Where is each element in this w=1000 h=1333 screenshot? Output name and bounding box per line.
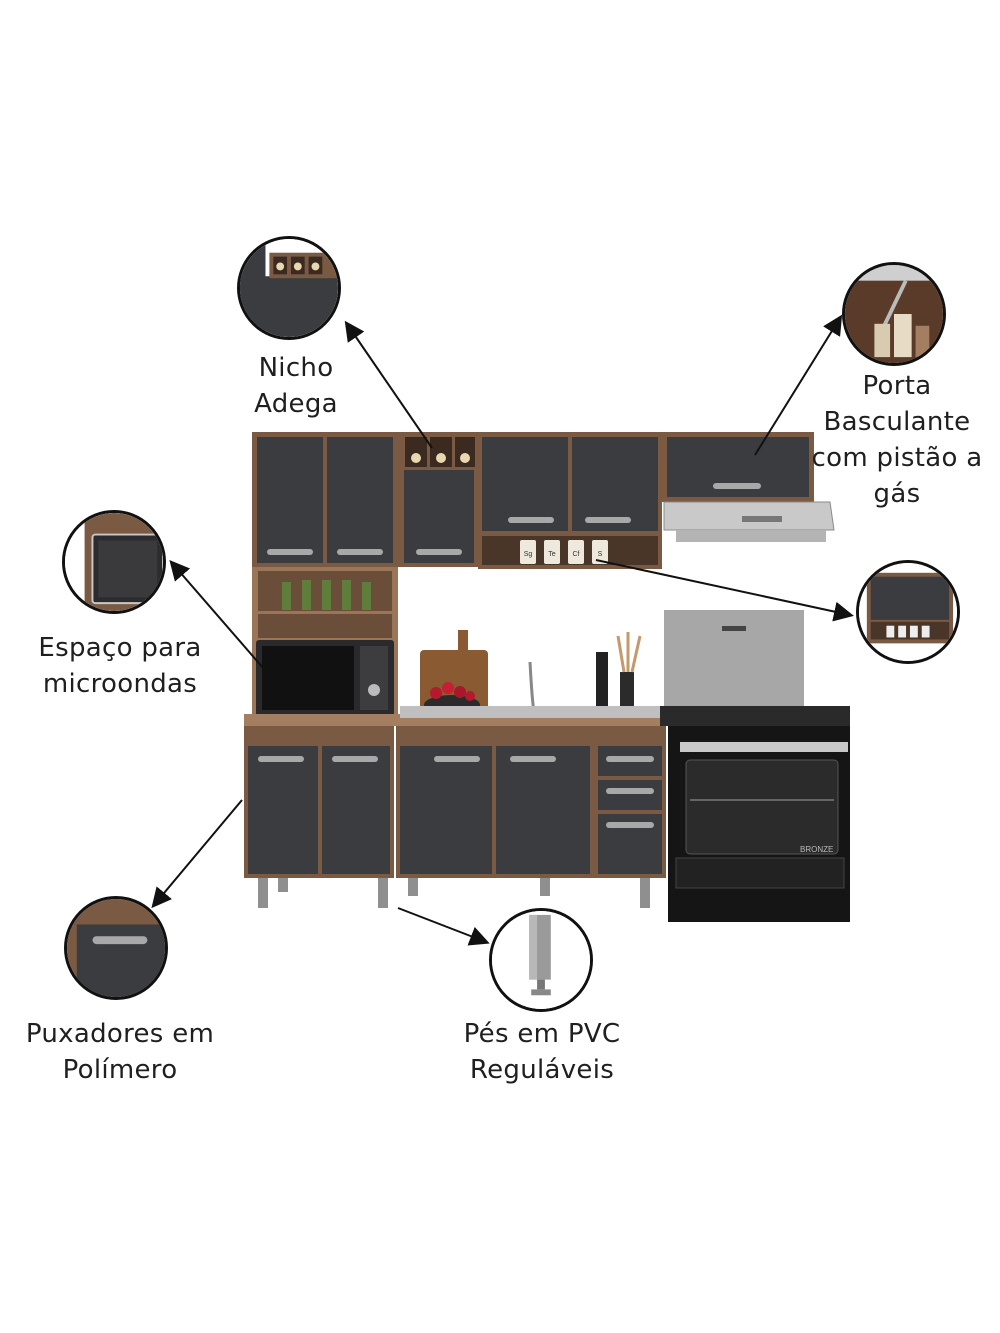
label-pes-pvc: Pés em PVC Reguláveis: [450, 1016, 634, 1088]
door-handle: [337, 549, 383, 555]
wine-rack-cabinet: [398, 432, 478, 567]
door-handle: [434, 756, 480, 762]
label-line: Polímero: [62, 1055, 178, 1085]
gas-stove: BRONZE: [660, 610, 850, 922]
door-handle: [510, 756, 556, 762]
lower-left-cabinet: [244, 726, 394, 878]
cabinet-feet: [258, 878, 650, 908]
lower-drawer-cabinet: [594, 726, 666, 878]
label-espaco-microondas: Espaço para microondas: [30, 630, 210, 702]
pvc-foot-closeup-icon: [489, 908, 593, 1012]
door-handle: [258, 756, 304, 762]
label-puxadores: Puxadores em Polímero: [18, 1016, 222, 1088]
wine-rack-closeup-icon: [237, 236, 341, 340]
countertop-items: [420, 630, 642, 715]
door-handle: [713, 483, 761, 489]
label-porta-basculante: Porta Basculante com pistão a gás: [808, 368, 986, 512]
label-line: Puxadores em: [25, 1019, 215, 1049]
door-handle: [332, 756, 378, 762]
lower-sink-cabinet: [396, 726, 594, 878]
label-line: Basculante: [823, 407, 971, 437]
drawer-handle: [606, 788, 654, 794]
microwave-niche-closeup-icon: [62, 510, 166, 614]
range-hood: [663, 501, 835, 542]
gas-piston-closeup-icon: [842, 262, 946, 366]
label-line: gás: [873, 479, 921, 509]
drawer-handle: [606, 822, 654, 828]
drawer-handle: [606, 756, 654, 762]
label-line: com pistão a: [811, 443, 983, 473]
upper-middle-cabinet: [478, 432, 662, 569]
label-nicho-adega: Nicho Adega: [236, 350, 356, 422]
spice-shelf-closeup-icon: [856, 560, 960, 664]
label-line: microondas: [42, 669, 198, 699]
upper-right-flip-cabinet: [662, 432, 814, 502]
door-handle: [267, 549, 313, 555]
label-line: Porta: [862, 371, 932, 401]
label-line: Pés em PVC: [463, 1019, 621, 1049]
door-handle: [585, 517, 631, 523]
label-line: Reguláveis: [469, 1055, 615, 1085]
callout-arrows: [151, 314, 854, 946]
label-line: Espaço para: [38, 633, 202, 663]
label-line: Adega: [254, 389, 338, 419]
spice-jar-label: Sg: [524, 551, 533, 558]
handle-closeup-icon: [64, 896, 168, 1000]
spice-jar: [544, 540, 560, 564]
spice-jar-label: Cf: [573, 551, 580, 558]
spice-jar-label: S: [598, 551, 603, 558]
spice-jar: [592, 540, 608, 564]
door-handle: [416, 549, 462, 555]
spice-jar: [520, 540, 536, 564]
label-line: Nicho: [258, 353, 334, 383]
spice-jar: [568, 540, 584, 564]
sink: [400, 706, 666, 718]
stove-lid: [664, 610, 804, 710]
spice-jar-label: Te: [548, 551, 556, 558]
upper-left-cabinet: [252, 432, 398, 567]
spice-jars: Sg Te Cf S: [520, 540, 608, 564]
microwave-tower: [252, 567, 398, 720]
door-handle: [508, 517, 554, 523]
stove-brand-text: BRONZE: [800, 845, 833, 854]
